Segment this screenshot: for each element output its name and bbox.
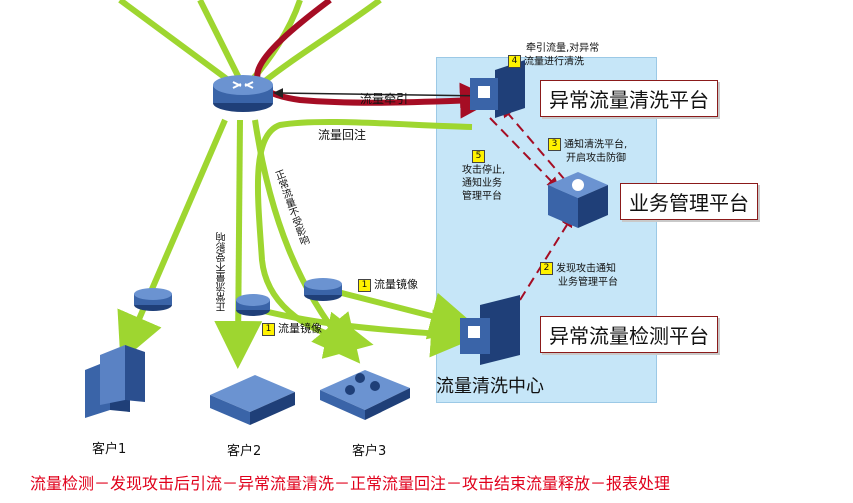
redirect-black-arrow <box>273 88 491 99</box>
step5-line1: 攻击停止, <box>462 164 506 176</box>
mirror-link-2 <box>259 307 479 358</box>
customer2-building-icon <box>210 375 295 425</box>
detection-device-icon <box>460 295 520 365</box>
core-router-icon <box>213 75 273 112</box>
step5-line3: 管理平台 <box>462 190 502 202</box>
router-icon-1 <box>134 288 172 311</box>
normal-traffic-label-b: 正常流量不受影响 <box>217 232 228 312</box>
customer3-platform-icon <box>320 370 410 420</box>
cleaning-device-icon <box>470 60 525 118</box>
upstream-link-1 <box>118 0 237 88</box>
step1b-badge: 1 <box>262 322 275 336</box>
business-platform-label: 业务管理平台 <box>620 183 758 220</box>
step5-note: 5 攻击停止, 通知业务 管理平台 <box>462 150 505 203</box>
reinject-green-curve <box>254 118 473 359</box>
redirect-label: 流量牵引 <box>360 92 409 106</box>
process-footer: 流量检测－发现攻击后引流－异常流量清洗－正常流量回注－攻击结束流量释放－报表处理 <box>30 474 671 493</box>
clean-platform-label: 异常流量清洗平台 <box>540 80 718 117</box>
step3-badge: 3 <box>548 138 561 151</box>
step3-line2: 开启攻击防御 <box>566 152 626 164</box>
step2-badge: 2 <box>540 262 553 275</box>
customer-1-label: 客户1 <box>92 442 127 457</box>
step4-line1: 牵引流量,对异常 <box>526 43 600 54</box>
management-device-icon <box>548 172 608 228</box>
step3-line1: 通知清洗平台, <box>564 139 628 151</box>
step4-badge: 4 <box>508 55 521 68</box>
customer1-buildings-icon <box>85 345 145 418</box>
step2-line2: 业务管理平台 <box>558 276 618 288</box>
cleaning-center-title: 流量清洗中心 <box>436 376 544 397</box>
step5-line2: 通知业务 <box>462 177 502 189</box>
step1a-text: 流量镜像 <box>374 278 418 291</box>
upstream-link-4 <box>258 0 382 88</box>
detect-platform-label: 异常流量检测平台 <box>540 316 718 353</box>
step1a-badge: 1 <box>358 278 371 292</box>
customer-3-label: 客户3 <box>352 444 387 459</box>
reinject-label: 流量回注 <box>318 128 367 142</box>
step1b-text: 流量镜像 <box>278 322 322 335</box>
upstream-link-2 <box>197 0 243 82</box>
router-icon-3 <box>304 278 342 301</box>
customer-2-label: 客户2 <box>227 444 262 459</box>
step5-badge: 5 <box>472 150 485 163</box>
router-icon-2 <box>236 294 270 316</box>
step2-line1: 发现攻击通知 <box>556 263 616 275</box>
redirect-red-curve <box>254 0 496 119</box>
mirror-link-1 <box>329 287 479 340</box>
step4-line2: 流量进行清洗 <box>524 56 584 68</box>
